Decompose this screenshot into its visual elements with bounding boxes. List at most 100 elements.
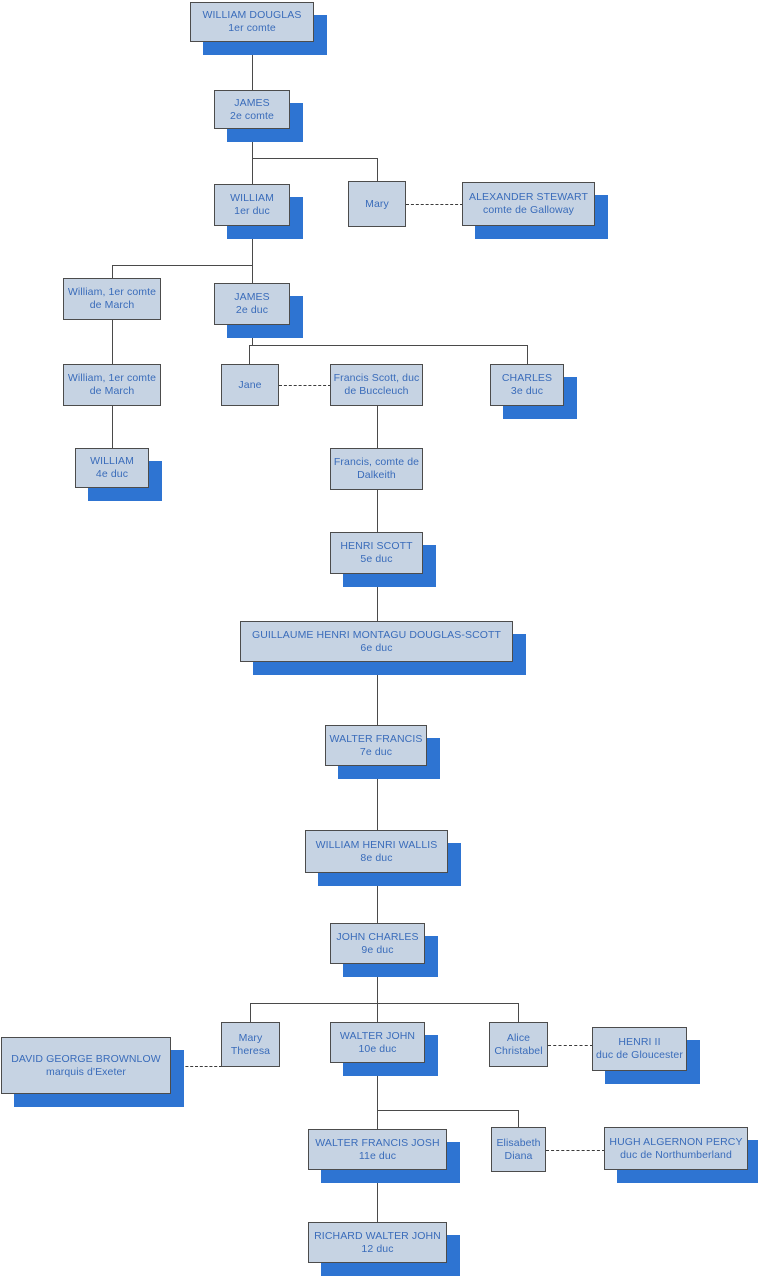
person-node[interactable]: Mary (348, 181, 406, 227)
connector-vertical (249, 345, 250, 364)
person-name: HENRI II (618, 1036, 661, 1049)
marriage-connector (406, 204, 463, 205)
person-title: Diana (504, 1149, 533, 1162)
marriage-connector (171, 1066, 222, 1067)
person-title: comte de Galloway (483, 204, 574, 216)
connector-vertical (518, 1003, 519, 1022)
person-title: marquis d'Exeter (45, 1065, 127, 1078)
person-title: 5e duc (360, 553, 393, 565)
person-title: 1er duc (234, 205, 270, 217)
connector-vertical (377, 490, 378, 532)
person-title: 1er comte (228, 22, 276, 34)
person-title: 12 duc (361, 1242, 394, 1255)
person-name: Alice (506, 1031, 531, 1044)
marriage-connector (546, 1150, 605, 1151)
connector-horizontal (250, 1003, 519, 1004)
person-name: Mary (365, 197, 389, 210)
person-node[interactable]: Jane (221, 364, 279, 406)
person-name: Mary (238, 1031, 263, 1044)
person-name: RICHARD WALTER JOHN (314, 1229, 441, 1242)
person-title: duc de Northumberland (620, 1148, 732, 1161)
person-name: DAVID GEORGE BROWNLOW (11, 1052, 161, 1065)
connector-vertical (252, 226, 253, 283)
person-name: WILLIAM HENRI WALLIS (315, 838, 438, 851)
person-name: WILLIAM (230, 192, 274, 205)
connector-vertical (250, 1003, 251, 1022)
person-title: 2e comte (230, 109, 274, 122)
connector-vertical (527, 345, 528, 364)
person-title: 8e duc (360, 851, 393, 864)
connector-vertical (252, 42, 253, 90)
person-name: JAMES (234, 96, 270, 109)
connector-vertical (112, 406, 113, 448)
connector-vertical (252, 129, 253, 184)
connector-vertical (112, 265, 113, 278)
person-title: duc de Gloucester (596, 1049, 683, 1061)
connector-vertical (252, 158, 253, 184)
person-name: Elisabeth (496, 1136, 541, 1149)
person-name: William, 1er comte (67, 372, 157, 385)
person-name: GUILLAUME HENRI MONTAGU DOUGLAS-SCOTT (251, 628, 502, 641)
connector-horizontal (249, 345, 528, 346)
person-name: Francis Scott, duc (333, 372, 420, 385)
person-title: Christabel (494, 1044, 543, 1057)
person-name: JOHN CHARLES (336, 930, 419, 943)
person-name: HUGH ALGERNON PERCY (609, 1135, 743, 1148)
connector-vertical (377, 964, 378, 1022)
person-name: William, 1er comte (67, 286, 157, 299)
person-name: CHARLES (501, 372, 553, 385)
connector-horizontal (112, 265, 253, 266)
person-title: 11e duc (358, 1149, 397, 1162)
person-name: WALTER FRANCIS (329, 732, 423, 745)
person-title: 9e duc (361, 943, 394, 956)
connector-horizontal (252, 158, 378, 159)
person-title: 6e duc (360, 641, 393, 654)
marriage-connector (279, 385, 331, 386)
person-name: ALEXANDER STEWART (469, 191, 588, 204)
connector-vertical (377, 406, 378, 448)
person-title: de March (89, 299, 135, 311)
person-title: 7e duc (359, 745, 393, 758)
connector-vertical (377, 873, 378, 923)
connector-vertical (377, 1063, 378, 1129)
connector-vertical (377, 766, 378, 830)
person-title: 4e duc (95, 468, 129, 480)
person-title: de March (89, 385, 135, 397)
connector-vertical (377, 158, 378, 181)
person-title: 2e duc (235, 304, 269, 316)
person-title: 3e duc (510, 385, 544, 397)
person-name: JAMES (234, 291, 270, 304)
person-title: Theresa (230, 1044, 271, 1057)
person-name: WILLIAM DOUGLAS (202, 9, 302, 22)
person-title: 10e duc (358, 1042, 397, 1055)
connector-vertical (377, 574, 378, 621)
connector-vertical (377, 662, 378, 725)
